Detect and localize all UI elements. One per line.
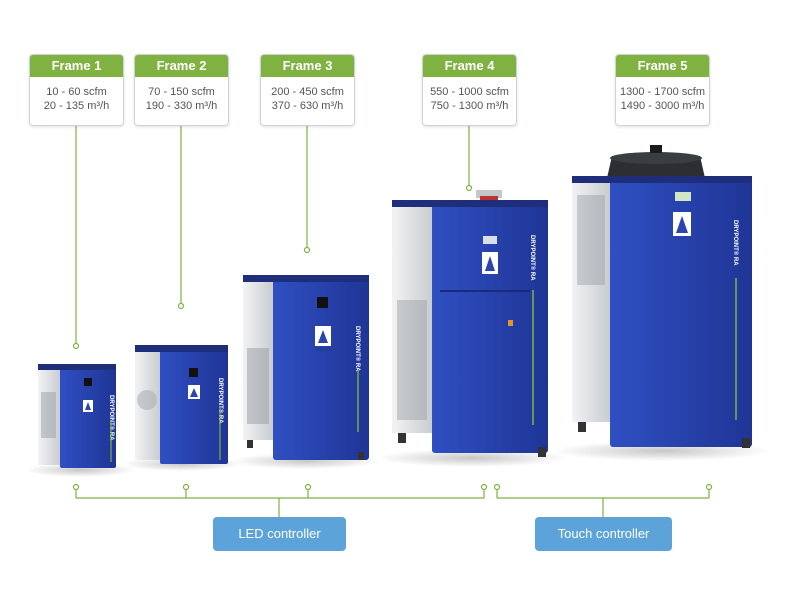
svg-text:DRYPOINT® RA: DRYPOINT® RA: [354, 326, 361, 372]
frame-card-2: Frame 2 70 - 150 scfm 190 - 330 m³/h: [134, 54, 229, 126]
svg-text:DRYPOINT® RA: DRYPOINT® RA: [217, 378, 224, 424]
frame-title: Frame 5: [616, 55, 709, 77]
frame-scfm: 1300 - 1700 scfm: [620, 86, 705, 98]
dryer-frame-4: DRYPOINT® RA: [392, 190, 548, 457]
frame-card-1: Frame 1 10 - 60 scfm 20 - 135 m³/h: [29, 54, 124, 126]
svg-text:DRYPOINT® RA: DRYPOINT® RA: [529, 235, 536, 281]
frame-scfm: 550 - 1000 scfm: [430, 86, 509, 98]
frame-scfm: 10 - 60 scfm: [46, 86, 107, 98]
marker-frame-1: [72, 342, 80, 350]
connector-markers: [72, 184, 473, 350]
frame-title: Frame 4: [423, 55, 516, 77]
bracket-markers: [72, 483, 713, 491]
svg-text:BEKO: BEKO: [316, 347, 331, 353]
dryer-frame-5: DRYPOINT® RA: [572, 145, 752, 448]
frame-title: Frame 2: [135, 55, 228, 77]
marker-frame-4: [465, 184, 473, 192]
svg-text:DRYPOINT® RA: DRYPOINT® RA: [108, 395, 115, 441]
dryer-frame-3: BEKO DRYPOINT® RA: [243, 275, 369, 460]
led-controller-button[interactable]: LED controller: [213, 517, 346, 551]
frame-m3h: 20 - 135 m³/h: [43, 100, 110, 112]
marker-frame-3: [303, 246, 311, 254]
frame-title: Frame 3: [261, 55, 354, 77]
frame-card-3: Frame 3 200 - 450 scfm 370 - 630 m³/h: [260, 54, 355, 126]
marker-frame-2: [177, 302, 185, 310]
frame-connectors: [75, 126, 470, 346]
frame-m3h: 370 - 630 m³/h: [271, 100, 344, 112]
dryer-frame-2: DRYPOINT® RA: [135, 345, 228, 464]
frame-title: Frame 1: [30, 55, 123, 77]
controller-brackets: [75, 487, 710, 517]
frame-card-5: Frame 5 1300 - 1700 scfm 1490 - 3000 m³/…: [615, 54, 710, 126]
frame-m3h: 190 - 330 m³/h: [145, 100, 218, 112]
frame-scfm: 200 - 450 scfm: [271, 86, 344, 98]
dryer-frame-1: DRYPOINT® RA: [38, 364, 116, 468]
frame-m3h: 1490 - 3000 m³/h: [620, 100, 705, 112]
touch-controller-button[interactable]: Touch controller: [535, 517, 672, 551]
frame-card-4: Frame 4 550 - 1000 scfm 750 - 1300 m³/h: [422, 54, 517, 126]
svg-text:DRYPOINT® RA: DRYPOINT® RA: [732, 220, 739, 266]
frame-scfm: 70 - 150 scfm: [148, 86, 215, 98]
frame-m3h: 750 - 1300 m³/h: [430, 100, 509, 112]
